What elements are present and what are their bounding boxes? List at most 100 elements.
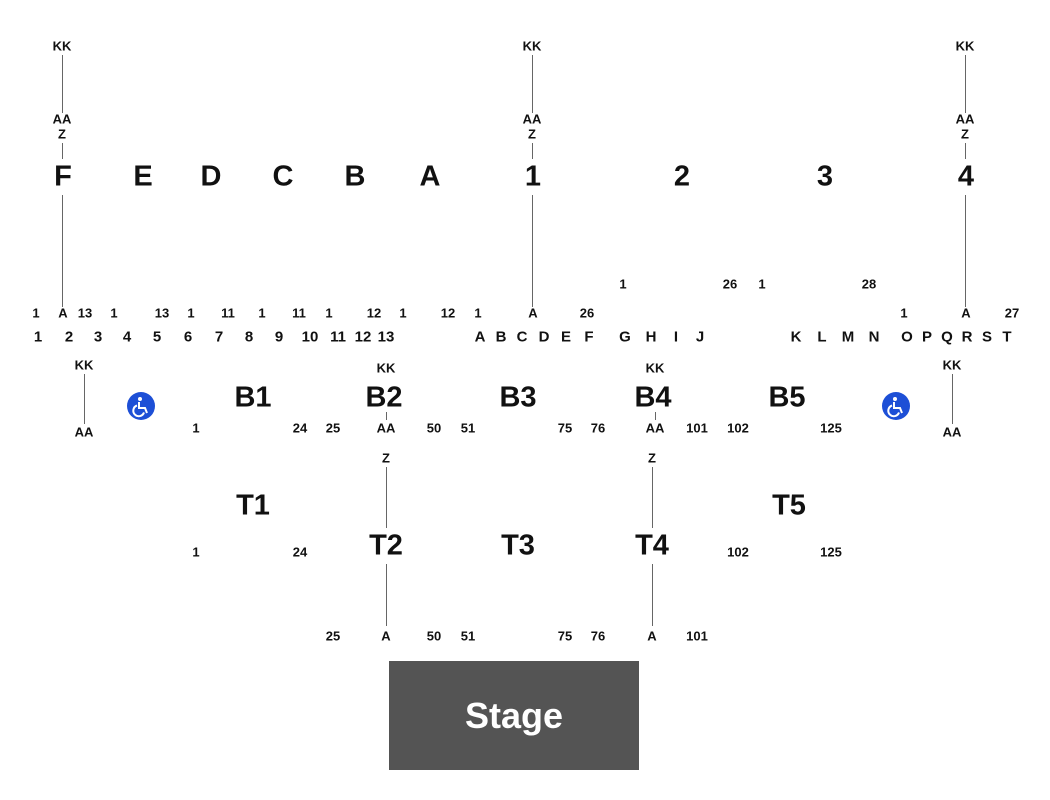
- row-label: 3: [93, 328, 103, 346]
- section-2-label[interactable]: 2: [673, 160, 691, 193]
- section-t4-line-bottom: [652, 564, 653, 626]
- section-1-row-kk: KK: [522, 38, 542, 54]
- section-t1-seat-end: 24: [292, 544, 308, 560]
- seat-number: 12: [366, 305, 382, 321]
- section-t5-label[interactable]: T5: [772, 489, 806, 522]
- seat-number: 1: [758, 276, 766, 292]
- section-t2-row-a: A: [381, 628, 391, 644]
- seat-number: 1: [187, 305, 195, 321]
- section-f-row-aa: AA: [52, 111, 72, 127]
- section-t2-seat-end: 50: [426, 628, 442, 644]
- row-label: 11: [330, 328, 346, 346]
- section-b4-seat-start: 76: [590, 420, 606, 436]
- section-b3-label[interactable]: B3: [499, 381, 537, 414]
- row-label: N: [868, 328, 880, 346]
- section-b5-seat-end: 125: [820, 420, 842, 436]
- row-label: 4: [122, 328, 132, 346]
- seat-number: 11: [221, 305, 235, 321]
- section-f-label[interactable]: F: [54, 160, 72, 193]
- section-b4-line: [655, 412, 656, 420]
- section-4-row-z: Z: [961, 126, 969, 142]
- row-label: 8: [244, 328, 254, 346]
- stage: Stage: [389, 661, 639, 770]
- seat-number: 1: [32, 305, 40, 321]
- seat-number: 27: [1004, 305, 1020, 321]
- section-c-label[interactable]: C: [272, 160, 294, 193]
- section-b4-label[interactable]: B4: [634, 381, 672, 414]
- row-label: H: [645, 328, 657, 346]
- row-label: A: [474, 328, 486, 346]
- seat-number: A: [961, 305, 971, 321]
- section-4-label[interactable]: 4: [957, 160, 975, 193]
- section-t4-seat-end: 101: [686, 628, 708, 644]
- row-label: 12: [354, 328, 372, 346]
- row-label: R: [961, 328, 973, 346]
- row-label: F: [584, 328, 594, 346]
- section-1-row-z: Z: [528, 126, 536, 142]
- seat-number: A: [528, 305, 538, 321]
- section-4-row-kk: KK: [955, 38, 975, 54]
- side-left-line: [84, 374, 85, 424]
- section-t3-label[interactable]: T3: [501, 529, 535, 562]
- row-label: Q: [941, 328, 953, 346]
- section-b4-seat-end: 101: [686, 420, 708, 436]
- section-t1-label[interactable]: T1: [236, 489, 270, 522]
- section-t3-seat-end: 75: [557, 628, 573, 644]
- seat-number: 1: [619, 276, 627, 292]
- section-t2-label[interactable]: T2: [369, 529, 403, 562]
- section-b3-seat-start: 51: [460, 420, 476, 436]
- section-4-line-top: [965, 55, 966, 113]
- row-label: 13: [377, 328, 395, 346]
- row-label: E: [560, 328, 572, 346]
- row-label: K: [790, 328, 802, 346]
- seat-number: 1: [258, 305, 266, 321]
- section-t4-seat-start: 76: [590, 628, 606, 644]
- section-b5-label[interactable]: B5: [768, 381, 806, 414]
- section-b1-label[interactable]: B1: [234, 381, 272, 414]
- row-label: C: [516, 328, 528, 346]
- section-t4-label[interactable]: T4: [635, 529, 669, 562]
- side-right-row-kk: KK: [942, 357, 962, 373]
- section-1-label[interactable]: 1: [524, 160, 542, 193]
- section-t2-row-z: Z: [382, 450, 390, 466]
- section-e-label[interactable]: E: [133, 160, 153, 193]
- row-label: O: [901, 328, 913, 346]
- section-b3-seat-end: 75: [557, 420, 573, 436]
- section-t2-line-bottom: [386, 564, 387, 626]
- section-t4-row-z: Z: [648, 450, 656, 466]
- section-t2-seat-start: 25: [325, 628, 341, 644]
- section-b5-seat-start: 102: [727, 420, 749, 436]
- row-label: G: [619, 328, 631, 346]
- seat-number: 11: [292, 305, 306, 321]
- seat-number: 1: [110, 305, 118, 321]
- section-b2-label[interactable]: B2: [365, 381, 403, 414]
- section-d-label[interactable]: D: [200, 160, 222, 193]
- section-1-line-mid: [532, 143, 533, 159]
- section-4-row-aa: AA: [955, 111, 975, 127]
- side-right-row-aa: AA: [942, 424, 962, 440]
- section-t3-seat-start: 51: [460, 628, 476, 644]
- wheelchair-icon[interactable]: [882, 392, 910, 420]
- section-b1-seat-end: 24: [292, 420, 308, 436]
- section-4-line-bottom: [965, 195, 966, 307]
- seat-number: 1: [399, 305, 407, 321]
- seat-number: 13: [154, 305, 170, 321]
- row-label: 2: [64, 328, 74, 346]
- row-label: D: [538, 328, 550, 346]
- section-a-label[interactable]: A: [419, 160, 441, 193]
- seat-number: 1: [900, 305, 908, 321]
- section-1-row-aa: AA: [522, 111, 542, 127]
- section-f-line-top: [62, 55, 63, 113]
- section-3-label[interactable]: 3: [816, 160, 834, 193]
- row-label: T: [1002, 328, 1012, 346]
- section-t2-line-top: [386, 467, 387, 528]
- row-label: M: [841, 328, 855, 346]
- section-b1-seat-start: 1: [192, 420, 200, 436]
- section-b-label[interactable]: B: [344, 160, 366, 193]
- wheelchair-icon[interactable]: [127, 392, 155, 420]
- section-t4-line-top: [652, 467, 653, 528]
- section-b4-row-kk: KK: [645, 360, 665, 376]
- seat-number: 26: [579, 305, 595, 321]
- row-label: B: [495, 328, 507, 346]
